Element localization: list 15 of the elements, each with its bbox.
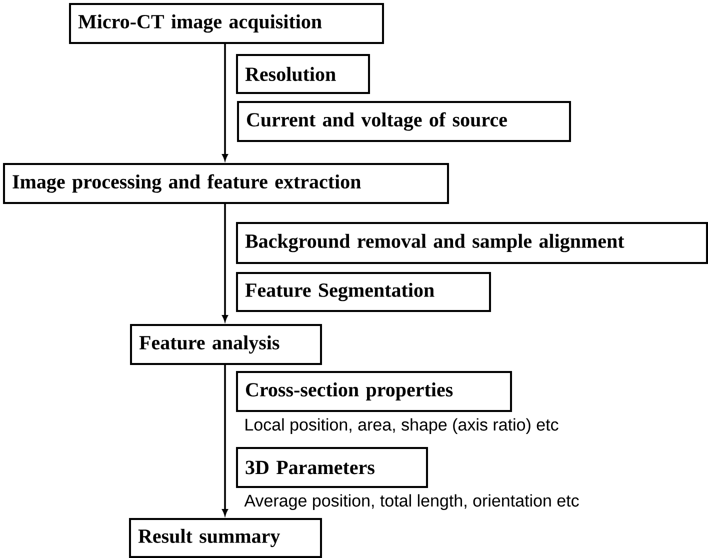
step-box: Image processing and feature extraction (3, 163, 449, 204)
arrow (222, 44, 228, 160)
note-text: Local position, area, shape (axis ratio) etc (246, 418, 558, 434)
sub-step-box: Feature Segmentation (236, 272, 491, 312)
sub-step-box: Background removal and sample alignment (236, 222, 708, 264)
note-text: Average position, total length, orientation etc (244, 494, 579, 510)
step-box: Feature analysis (130, 324, 322, 365)
sub-step-box: 3D Parameters (236, 447, 428, 488)
arrow (222, 204, 228, 322)
step-box: Micro-CT image acquisition (69, 3, 384, 44)
sub-step-box: Cross-section properties (236, 371, 512, 412)
sub-step-box: Resolution (236, 54, 370, 94)
sub-step-box: Current and voltage of source (237, 101, 571, 142)
arrow (222, 365, 228, 516)
step-box: Result summary (129, 518, 322, 558)
